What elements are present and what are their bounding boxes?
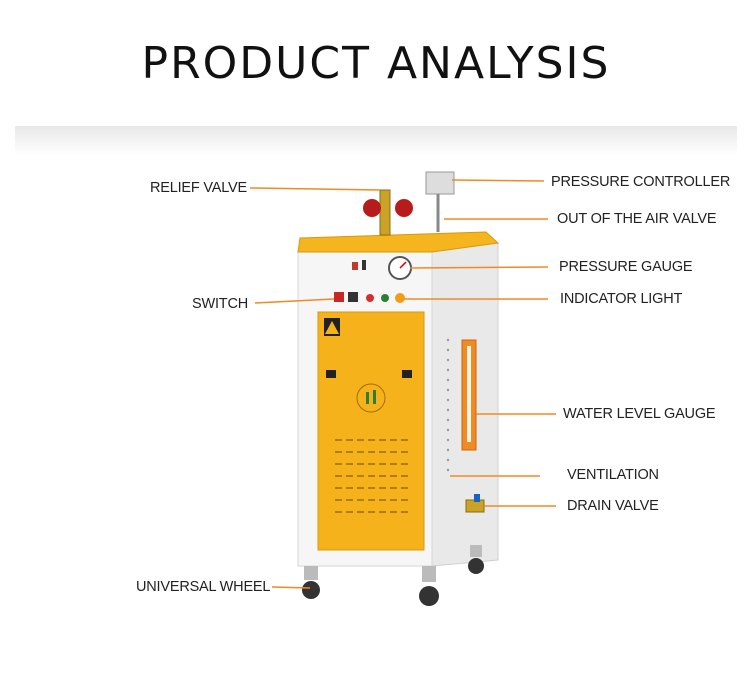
leader-pressure-gauge bbox=[409, 266, 549, 269]
label-universal-wheel: UNIVERSAL WHEEL bbox=[136, 579, 271, 595]
door-latch-left bbox=[326, 370, 336, 378]
door-logo-icon bbox=[356, 383, 386, 413]
label-switch: SWITCH bbox=[192, 296, 248, 312]
wheel-front-right bbox=[419, 566, 439, 606]
leader-lines bbox=[249, 179, 556, 589]
label-pressure-gauge: PRESSURE GAUGE bbox=[559, 259, 693, 275]
label-out-of-air-valve: OUT OF THE AIR VALVE bbox=[557, 211, 717, 227]
cabinet-top-lid bbox=[297, 231, 500, 253]
door-latch-right bbox=[402, 370, 412, 378]
warning-sign-icon bbox=[324, 318, 340, 336]
page-title: PRODUCT ANALYSIS bbox=[141, 38, 611, 89]
side-vent-holes bbox=[446, 338, 450, 472]
wheel-front-left bbox=[302, 566, 320, 599]
label-ventilation: VENTILATION bbox=[567, 467, 659, 483]
label-water-level-gauge: WATER LEVEL GAUGE bbox=[563, 406, 716, 422]
title-underline-shadow bbox=[15, 126, 737, 156]
leader-switch bbox=[254, 298, 335, 304]
leader-relief-valve bbox=[249, 187, 381, 191]
wheel-back-right bbox=[468, 545, 484, 574]
label-pressure-controller: PRESSURE CONTROLLER bbox=[551, 174, 731, 190]
pressure-controller-icon bbox=[425, 171, 455, 232]
cabinet-yellow-door bbox=[317, 311, 425, 551]
pressure-gauge-icon bbox=[388, 256, 412, 280]
door-vent-slots bbox=[335, 439, 410, 513]
relief-valve-icon bbox=[363, 189, 413, 236]
label-indicator-light: INDICATOR LIGHT bbox=[560, 291, 683, 307]
brand-logo-icon bbox=[352, 260, 366, 270]
label-relief-valve: RELIEF VALVE bbox=[150, 180, 247, 196]
label-drain-valve: DRAIN VALVE bbox=[567, 498, 659, 514]
leader-universal-wheel bbox=[271, 586, 311, 589]
control-panel-icon bbox=[334, 292, 405, 303]
leader-pressure-controller bbox=[451, 179, 545, 182]
